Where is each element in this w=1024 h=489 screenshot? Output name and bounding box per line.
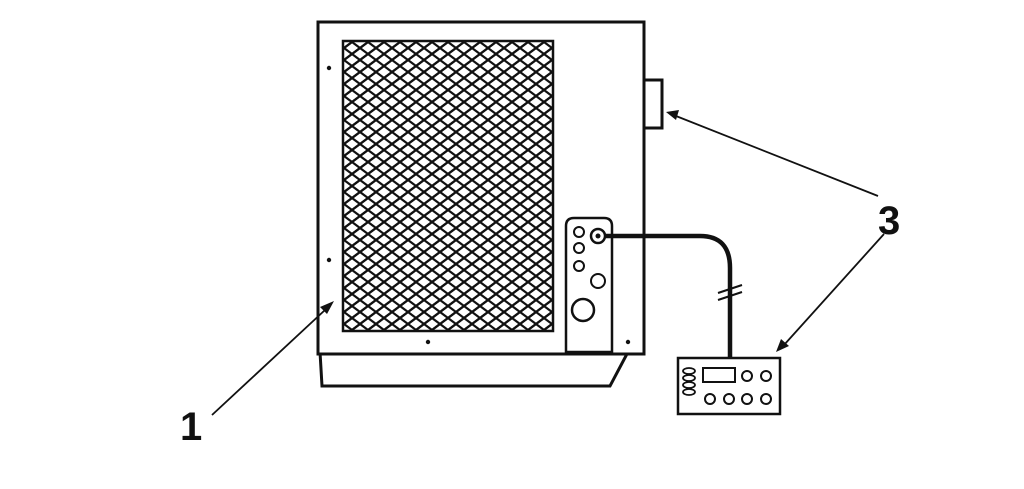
remote-button <box>723 393 735 405</box>
grille <box>341 39 555 333</box>
remote-display <box>702 367 736 383</box>
screw-dot <box>425 339 431 345</box>
screw-dot <box>326 257 332 263</box>
base-tray <box>318 350 631 388</box>
panel-connector-core <box>595 233 601 239</box>
remote-control <box>676 356 782 416</box>
leader-line-3b <box>776 233 885 352</box>
panel-knob <box>573 226 585 238</box>
panel-dial <box>590 273 606 289</box>
cable-break-icon <box>717 284 743 301</box>
remote-button <box>760 370 772 382</box>
leader-line-3a <box>666 110 879 197</box>
remote-button <box>741 393 753 405</box>
panel-knob <box>573 260 585 272</box>
panel-knob <box>573 242 585 254</box>
remote-button <box>760 393 772 405</box>
remote-indicator-stack <box>682 367 696 396</box>
screw-dot <box>625 339 631 345</box>
side-junction-box <box>642 78 664 130</box>
callout-label-1: 1 <box>180 405 202 449</box>
remote-button <box>704 393 716 405</box>
leader-line-1 <box>211 301 334 416</box>
screw-dot <box>326 65 332 71</box>
control-cable <box>605 233 733 360</box>
callout-label-3: 3 <box>878 199 900 243</box>
remote-button <box>741 370 753 382</box>
panel-large-dial <box>570 297 596 323</box>
